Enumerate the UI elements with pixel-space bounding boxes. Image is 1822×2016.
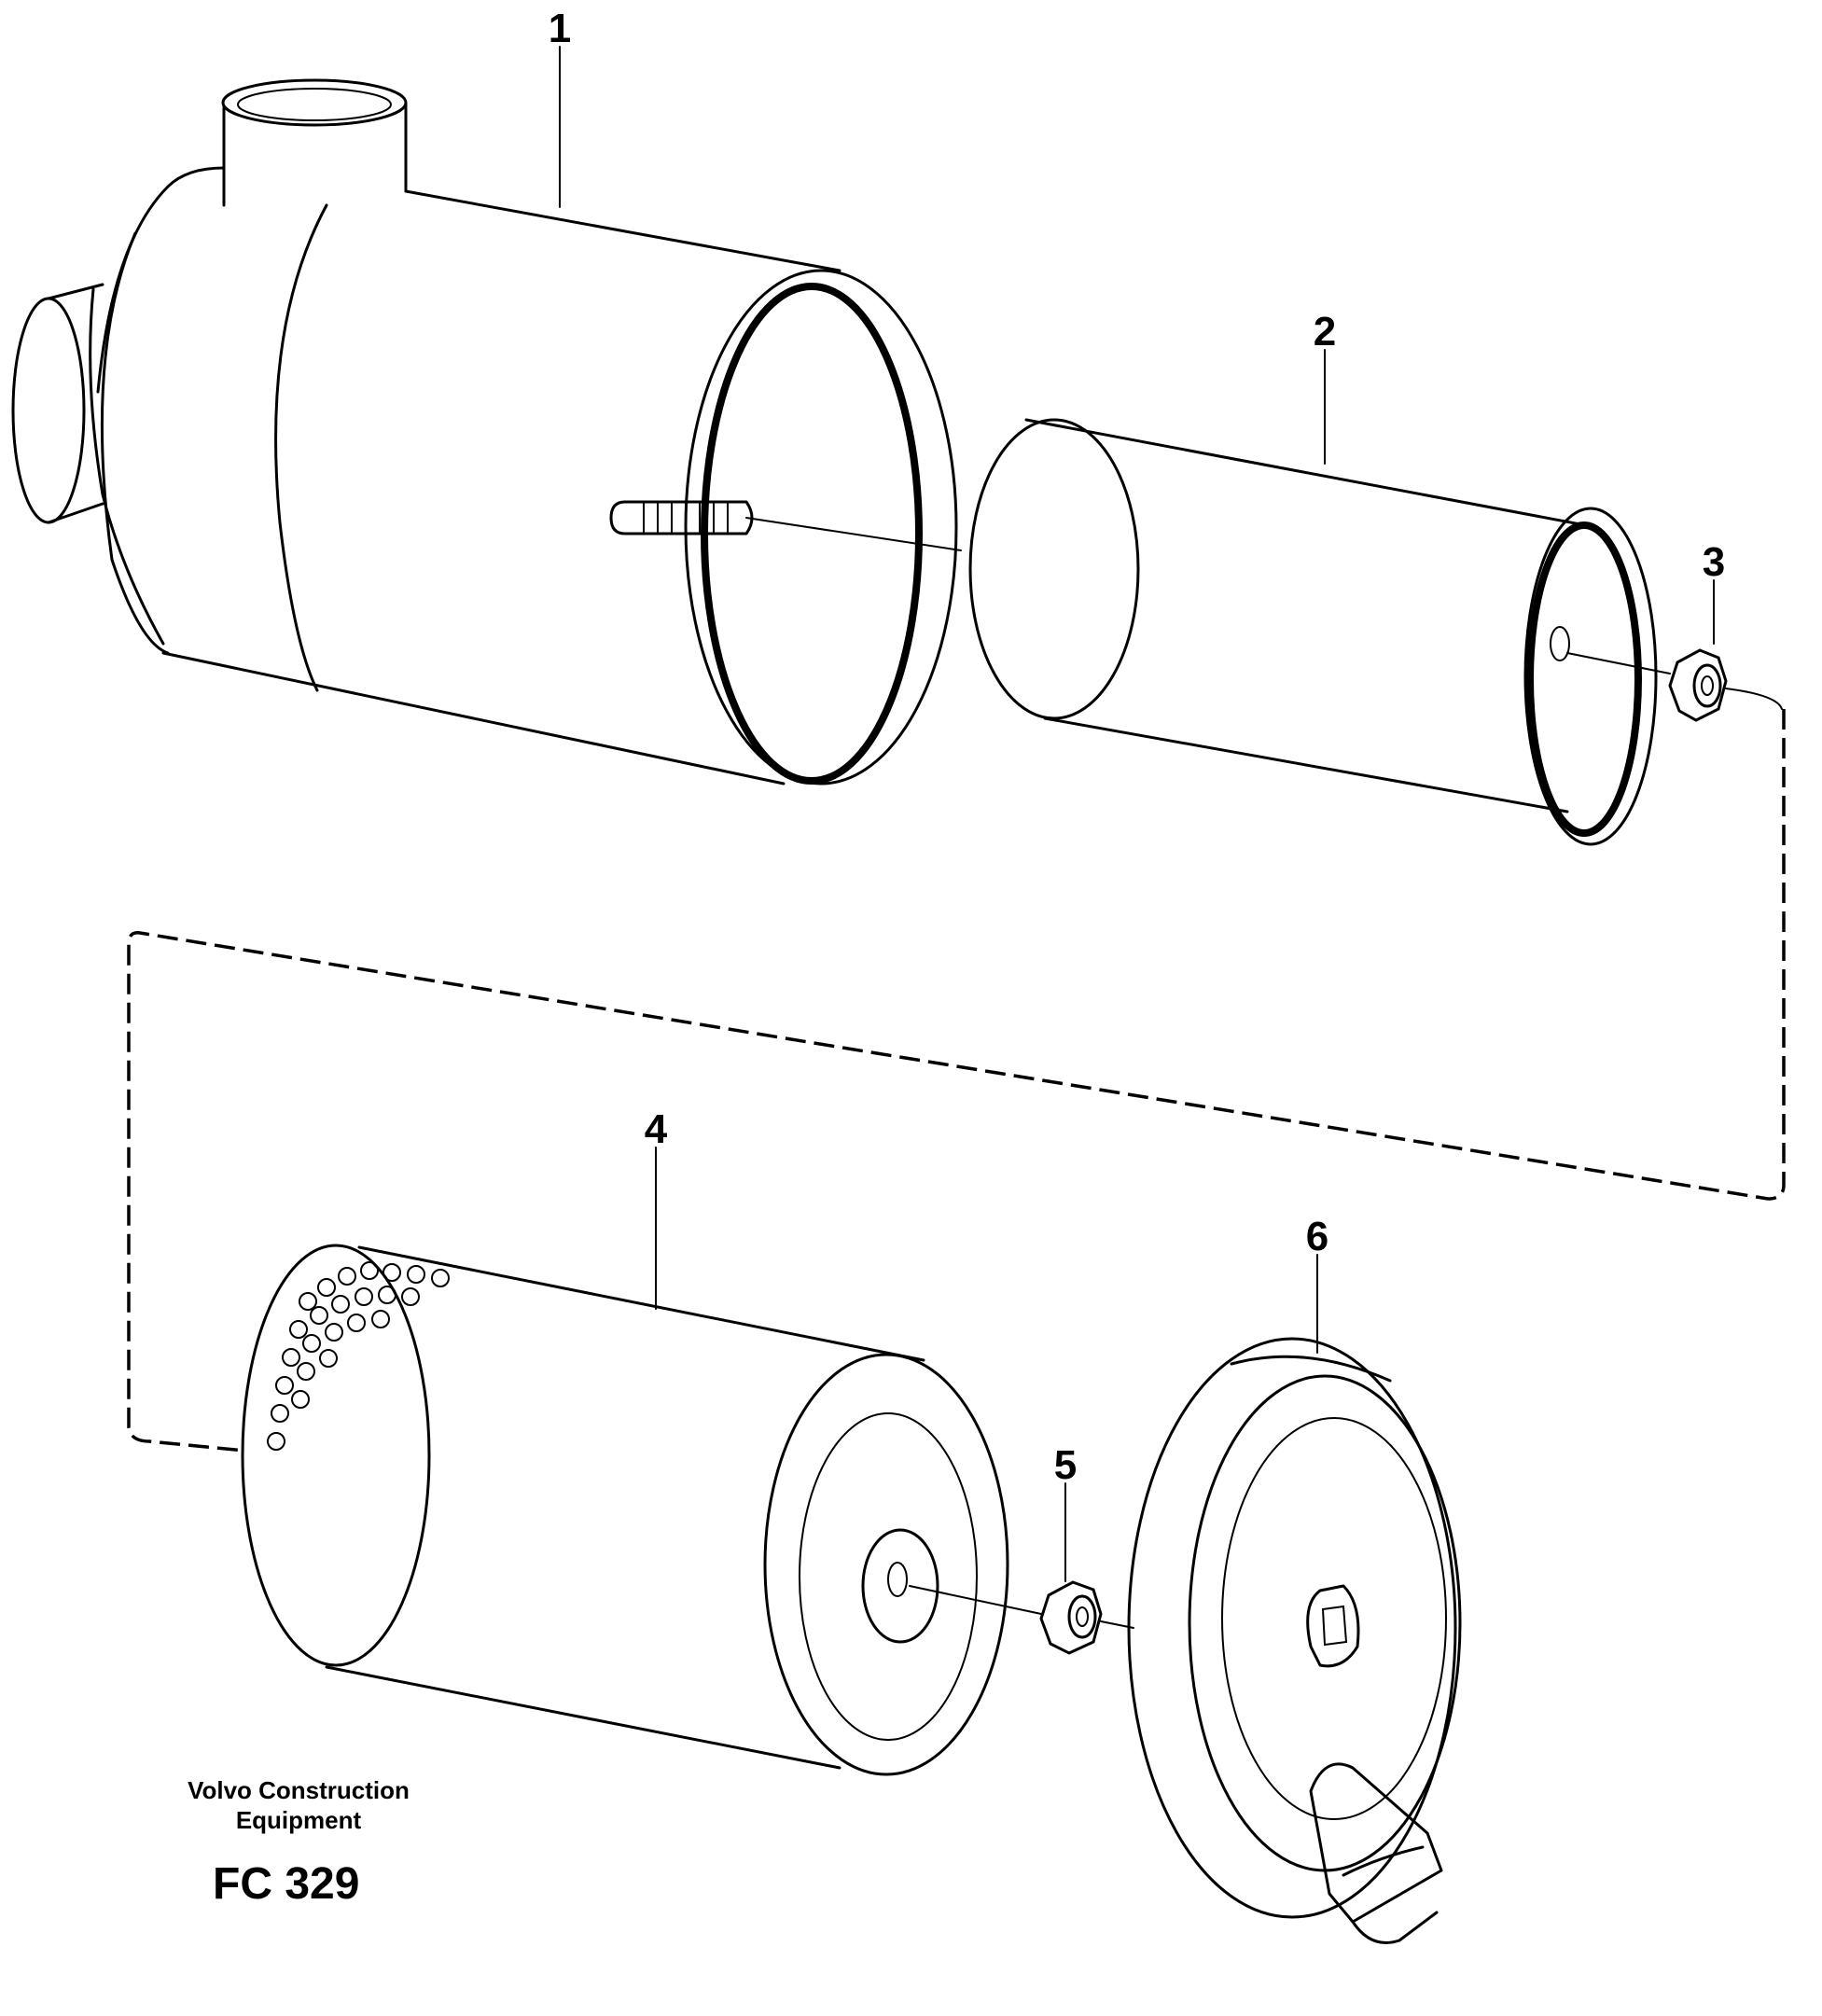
part-3-nut [1668, 648, 1728, 722]
caption-line-1: Volvo Construction [188, 1776, 410, 1804]
callout-2: 2 [1314, 309, 1336, 355]
part-1-air-cleaner-housing [11, 78, 958, 786]
callout-5: 5 [1054, 1442, 1077, 1488]
caption-line-2: Equipment [236, 1806, 362, 1834]
callout-4: 4 [645, 1106, 668, 1152]
mesh-texture [267, 1261, 450, 1451]
leader-lines [559, 46, 1715, 1582]
assembly-axis-lines [127, 517, 1786, 1629]
callout-3: 3 [1703, 539, 1725, 585]
callout-1: 1 [549, 6, 571, 51]
callout-6: 6 [1306, 1214, 1328, 1259]
part-6-end-cover [1127, 1337, 1462, 1944]
assembly-sequence-dashed-line [127, 709, 1786, 1453]
part-2-filter-cartridge [968, 418, 1658, 846]
figure-code: FC 329 [213, 1859, 359, 1909]
part-4-main-filter-element [241, 1244, 1009, 1776]
part-5-nut [1039, 1580, 1103, 1655]
